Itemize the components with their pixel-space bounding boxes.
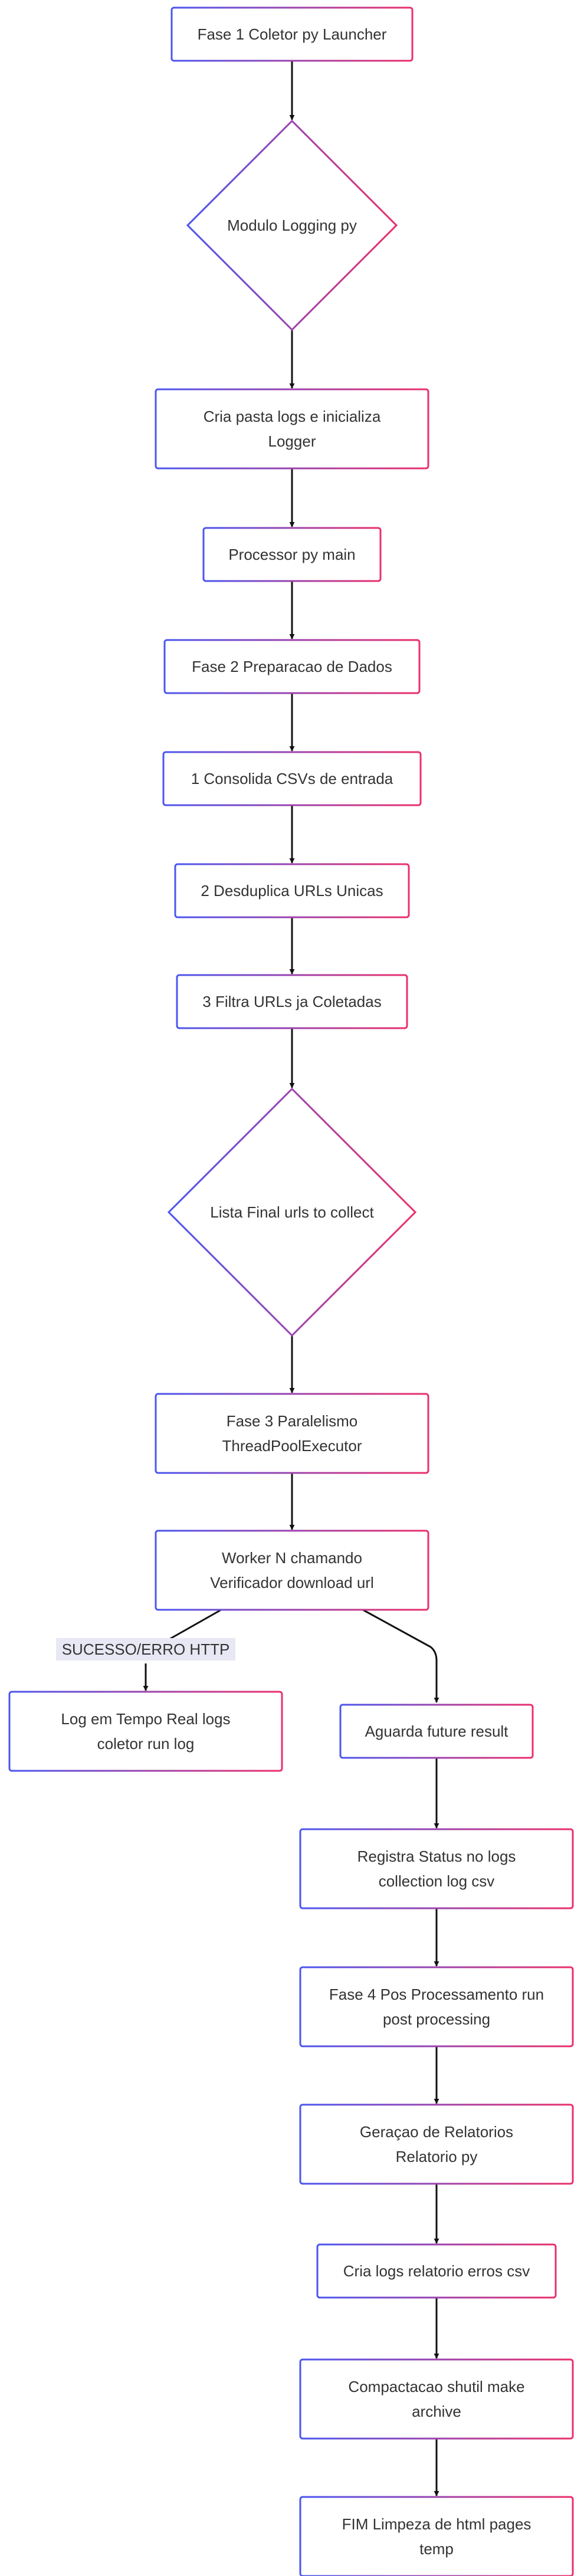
decision-diamond [186, 119, 398, 332]
node-label: collection log csv [379, 1872, 495, 1890]
process-box [155, 388, 429, 470]
edge-label: SUCESSO/ERRO HTTP [62, 1640, 230, 1658]
node-label: Modulo Logging py [227, 216, 357, 234]
node-label: 3 Filtra URLs ja Coletadas [202, 993, 381, 1010]
node-label: 2 Desduplica URLs Unicas [201, 882, 383, 900]
node-label: Aguarda future result [365, 1722, 509, 1740]
node-label: Fase 2 Preparacao de Dados [192, 658, 392, 675]
process-box [299, 2358, 574, 2440]
process-box [299, 2104, 574, 2185]
node-label: Fase 4 Pos Processamento run [329, 1986, 544, 2003]
node-label: Fase 3 Paralelismo [227, 1412, 358, 1430]
node-label: Cria logs relatorio erros csv [343, 2262, 530, 2280]
process-box [155, 1530, 429, 1611]
edge-n11-n12 [146, 1609, 222, 1691]
flow-node-n15: Fase 4 Pos Processamento run post process… [299, 1966, 574, 2047]
node-label: coletor run log [97, 1735, 195, 1753]
node-label: Logger [268, 432, 316, 450]
node-label: Lista Final urls to collect [210, 1203, 374, 1221]
process-box [299, 2496, 574, 2576]
flow-node-n18: Compactacao shutil make archive [299, 2358, 574, 2440]
node-label: archive [412, 2403, 461, 2420]
flow-node-n7: 2 Desduplica URLs Unicas [174, 863, 410, 918]
process-box [155, 1393, 429, 1474]
node-label: FIM Limpeza de html pages [342, 2515, 531, 2533]
process-box [316, 2243, 557, 2299]
node-label: Geraçao de Relatorios [360, 2123, 513, 2141]
flow-node-n17: Cria logs relatorio erros csv [316, 2243, 557, 2299]
process-box [170, 6, 414, 62]
node-label: temp [419, 2540, 454, 2558]
node-label: Processor py main [228, 546, 355, 563]
flow-node-n6: 1 Consolida CSVs de entrada [162, 751, 422, 806]
node-label: Registra Status no logs [357, 1847, 516, 1865]
flow-node-n12: Log em Tempo Real logs coletor run log [8, 1691, 283, 1772]
process-box [299, 1828, 574, 1909]
process-box [162, 751, 422, 806]
flow-node-n2: Modulo Logging py [186, 119, 398, 332]
flow-node-n13: Aguarda future result [339, 1704, 534, 1759]
node-label: Log em Tempo Real logs [61, 1710, 230, 1728]
node-label: Verificador download url [210, 1574, 374, 1591]
edge-n11-n13 [362, 1609, 439, 1703]
process-box [299, 1966, 574, 2047]
flow-node-n8: 3 Filtra URLs ja Coletadas [176, 974, 408, 1029]
flow-node-n4: Processor py main [202, 527, 382, 582]
process-box [202, 527, 382, 582]
process-box [176, 974, 408, 1029]
node-label: Worker N chamando [222, 1549, 362, 1567]
flow-node-n19: FIM Limpeza de html pages temp [299, 2496, 574, 2576]
flow-node-n9: Lista Final urls to collect [167, 1087, 417, 1337]
flow-node-n1: Fase 1 Coletor py Launcher [170, 6, 414, 62]
process-box [174, 863, 410, 918]
process-box [8, 1691, 283, 1772]
node-label: Fase 1 Coletor py Launcher [198, 25, 387, 43]
node-label: 1 Consolida CSVs de entrada [191, 770, 393, 787]
edges-layer: SUCESSO/ERRO HTTP [56, 61, 439, 2496]
flow-node-n5: Fase 2 Preparacao de Dados [163, 639, 421, 694]
node-label: ThreadPoolExecutor [222, 1437, 362, 1455]
decision-diamond [167, 1087, 417, 1337]
process-box [339, 1704, 534, 1759]
node-label: Cria pasta logs e inicializa [204, 408, 381, 425]
flow-node-n14: Registra Status no logs collection log cs… [299, 1828, 574, 1909]
node-label: Relatorio py [396, 2148, 478, 2165]
edge-label-background [56, 1638, 235, 1661]
process-box [163, 639, 421, 694]
node-label: Compactacao shutil make [348, 2378, 524, 2395]
node-label: post processing [383, 2010, 490, 2028]
